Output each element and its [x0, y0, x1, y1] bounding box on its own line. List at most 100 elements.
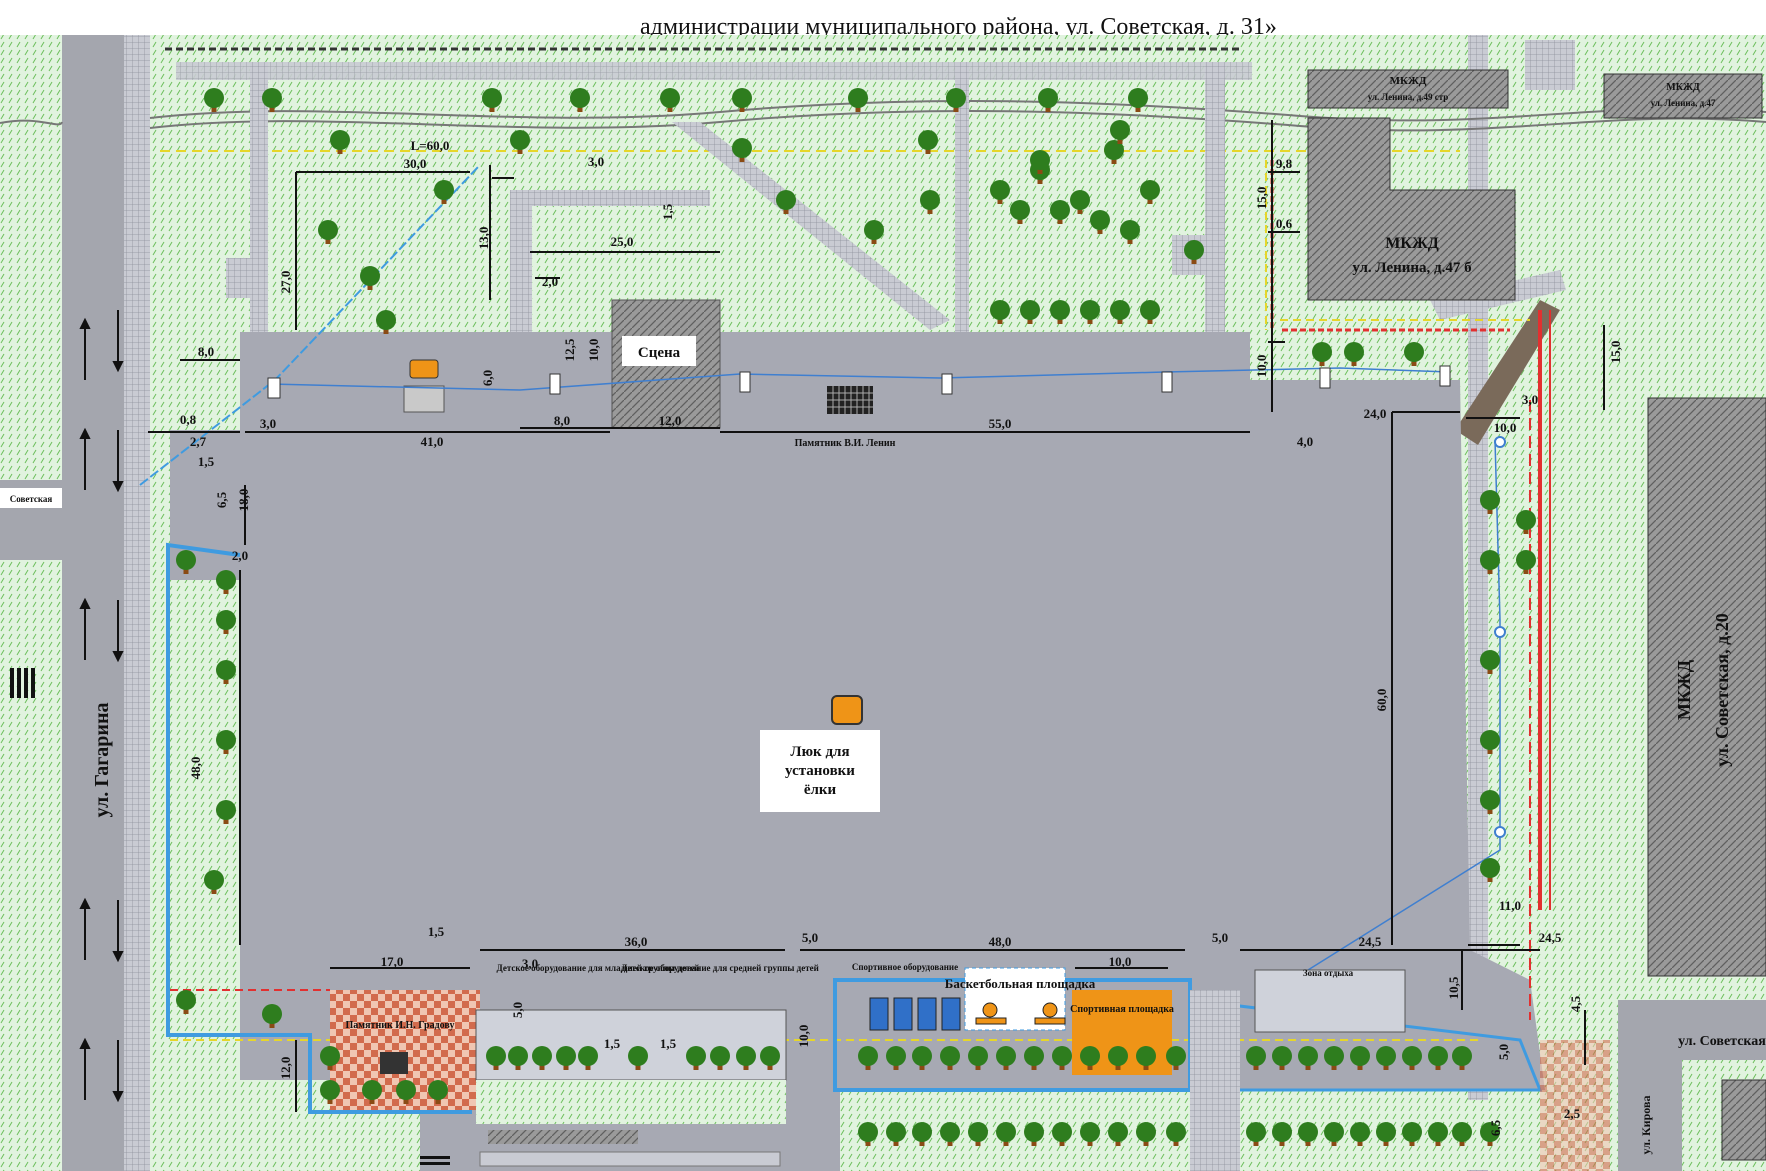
tree-icon: [1298, 1122, 1318, 1146]
dim-5d: 5,0: [1496, 1044, 1511, 1060]
tree-icon: [216, 660, 236, 684]
tree-icon: [1324, 1046, 1344, 1070]
tree-icon: [176, 990, 196, 1014]
dim-17: 17,0: [381, 954, 404, 969]
tree-icon: [1166, 1122, 1186, 1146]
tree-icon: [216, 730, 236, 754]
tree-icon: [376, 310, 396, 334]
tree-icon: [1480, 650, 1500, 674]
dim-1-5b: 1,5: [198, 454, 215, 469]
christmas-tree-hatch-icon: [831, 695, 863, 725]
tree-icon: [570, 88, 590, 112]
kids-zone: [475, 1009, 787, 1081]
tree-icon: [1140, 300, 1160, 324]
tree-icon: [1184, 240, 1204, 264]
dim-41: 41,0: [421, 434, 444, 449]
building-label-mkzhd-1: МКЖД: [1390, 75, 1427, 87]
tree-icon: [1312, 342, 1332, 366]
dim-12-5: 12,5: [562, 338, 577, 361]
tree-icon: [732, 88, 752, 112]
tree-icon: [1166, 1046, 1186, 1070]
tree-icon: [912, 1046, 932, 1070]
tree-icon: [1428, 1122, 1448, 1146]
tree-icon: [776, 190, 796, 214]
sport-equip-label: Спортивное оборудование: [852, 962, 958, 972]
dim-1-5e: 1,5: [660, 1036, 677, 1051]
tree-icon: [434, 180, 454, 204]
tree-icon: [1324, 1122, 1344, 1146]
tree-icon: [262, 1004, 282, 1028]
dim-9-8: 9,8: [1276, 156, 1293, 171]
hatch-label-1: Люк для: [790, 744, 849, 760]
building-label-sovetskaya-20: ул. Советская, д.20: [1712, 613, 1732, 766]
dim-48h: 48,0: [989, 934, 1012, 949]
tree-icon: [1052, 1122, 1072, 1146]
dim-25: 25,0: [611, 234, 634, 249]
tree-icon: [858, 1046, 878, 1070]
tree-icon: [216, 800, 236, 824]
tree-icon: [176, 550, 196, 574]
dim-10b: 10,0: [1254, 355, 1269, 378]
tree-icon: [362, 1080, 382, 1104]
dim-12b: 12,0: [278, 1057, 293, 1080]
tree-icon: [968, 1122, 988, 1146]
tree-icon: [1402, 1046, 1422, 1070]
tree-icon: [1272, 1122, 1292, 1146]
tree-icon: [428, 1080, 448, 1104]
tree-icon: [318, 220, 338, 244]
gagarin-sidewalk: [124, 35, 150, 1171]
tree-icon: [990, 180, 1010, 204]
dim-6-5b: 6,5: [1488, 1119, 1503, 1136]
dim-10d: 10,0: [796, 1025, 811, 1048]
gagarin-road: [62, 35, 124, 1171]
tree-icon: [912, 1122, 932, 1146]
tree-icon: [1010, 200, 1030, 224]
stage-label: Сцена: [638, 345, 681, 361]
tree-icon: [482, 88, 502, 112]
tree-icon: [1246, 1122, 1266, 1146]
tree-icon: [1110, 120, 1130, 144]
lenin-monument-icon: [827, 386, 873, 414]
tree-icon: [1120, 220, 1140, 244]
sport-ground-label: Спортивная площадка: [1070, 1004, 1174, 1015]
tree-icon: [1052, 1046, 1072, 1070]
dim-L60: L=60,0: [411, 138, 450, 153]
dim-48v: 48,0: [188, 757, 203, 780]
tree-icon: [660, 88, 680, 112]
tree-icon: [1070, 190, 1090, 214]
tree-icon: [940, 1122, 960, 1146]
dim-3a: 3,0: [588, 154, 604, 169]
tree-icon: [864, 220, 884, 244]
dim-1-5a: 1,5: [660, 203, 675, 220]
dim-10c: 10,0: [1494, 420, 1517, 435]
tree-icon: [396, 1080, 416, 1104]
tree-icon: [1376, 1122, 1396, 1146]
building-label-lenina-47-small: ул. Ленина, д.47: [1651, 98, 1716, 108]
tree-icon: [940, 1046, 960, 1070]
monument-gradov-label: Памятник И.Н. Градову: [346, 1020, 455, 1031]
kids-young-label: Детское оборудование для младшей группы …: [497, 963, 700, 973]
tree-icon: [510, 130, 530, 154]
dim-1-5c: 1,5: [428, 924, 445, 939]
building-label-mkzhd-3: МКЖД: [1385, 235, 1439, 252]
dim-2-5: 2,5: [1564, 1106, 1581, 1121]
tree-icon: [1050, 300, 1070, 324]
basketball-label: Баскетбольная площадка: [945, 976, 1096, 991]
tree-icon: [1452, 1122, 1472, 1146]
dim-4: 4,0: [1297, 434, 1313, 449]
dim-15b: 15,0: [1608, 341, 1623, 364]
hatch-label-2: установки: [785, 763, 855, 779]
building-label-mkzhd-4: МКЖД: [1674, 659, 1694, 720]
hatch-label-3: ёлки: [804, 782, 837, 798]
tree-icon: [848, 88, 868, 112]
tree-icon: [946, 88, 966, 112]
trees-layer: [176, 88, 1536, 1146]
dim-55: 55,0: [989, 416, 1012, 431]
building-mkzhd-lenina-49: МКЖД ул. Ленина, д.49 стр: [1307, 69, 1509, 109]
tree-icon: [1480, 1122, 1500, 1146]
dim-8b: 8,0: [554, 413, 570, 428]
tree-icon: [532, 1046, 552, 1070]
dim-1-5d: 1,5: [604, 1036, 621, 1051]
sovetskaya-left-label: Советская: [10, 494, 53, 504]
dim-0-6: 0,6: [1276, 216, 1293, 231]
